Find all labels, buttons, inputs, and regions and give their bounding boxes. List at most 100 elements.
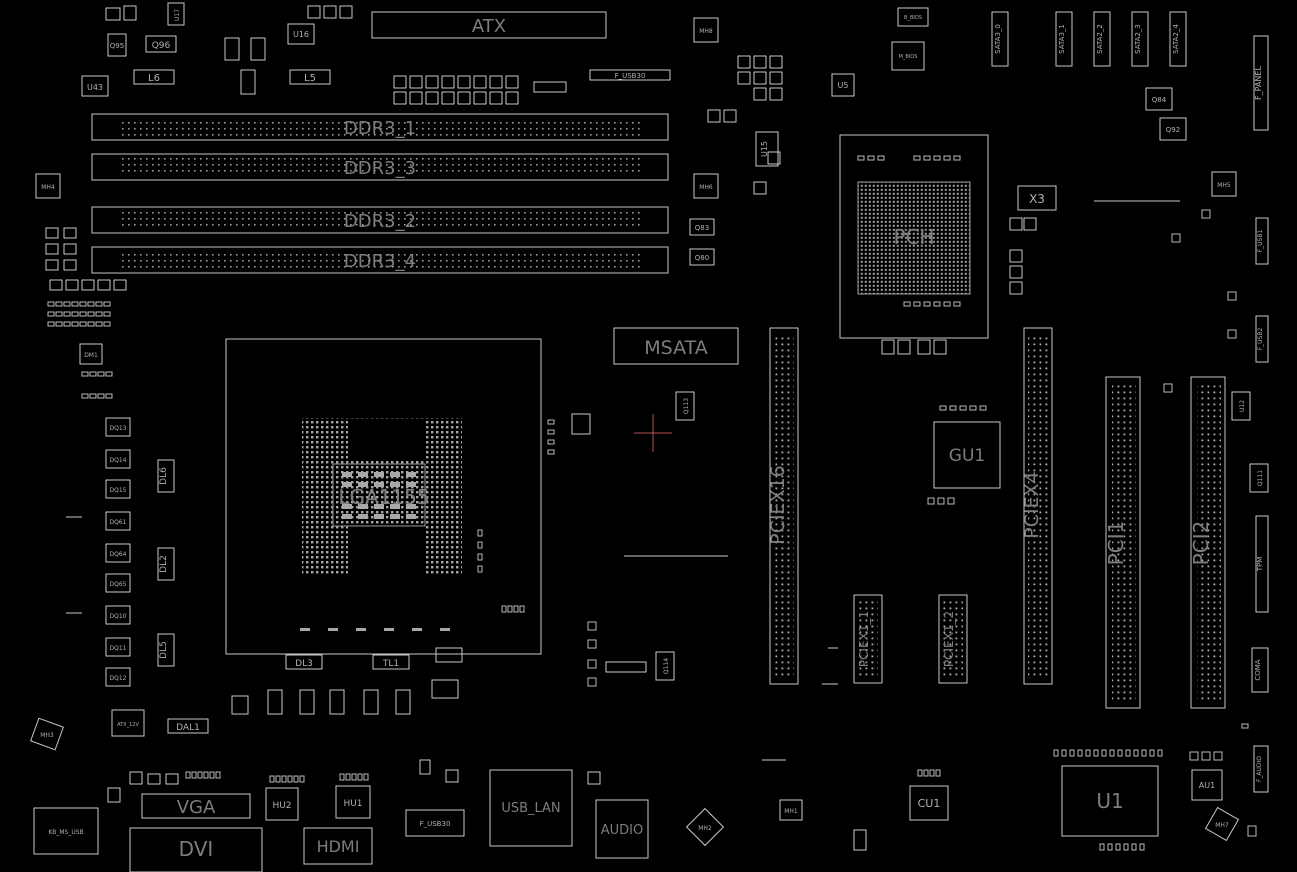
dl5-inductor: DL5 bbox=[157, 633, 175, 667]
x3-crystal: X3 bbox=[1017, 185, 1057, 211]
tpm-label: TPM bbox=[1256, 557, 1264, 573]
rear-usb30-label: F_USB30 bbox=[420, 820, 451, 828]
com-header[interactable]: COMA bbox=[1251, 647, 1269, 693]
pci2-slot[interactable]: PCI2 bbox=[1189, 376, 1226, 709]
q83-label: Q83 bbox=[695, 224, 709, 232]
hu1-label: HU1 bbox=[343, 799, 362, 809]
sata2-4-label: SATA2_4 bbox=[1172, 24, 1180, 54]
cu1-chip: CU1 bbox=[909, 785, 949, 821]
f-usb2-header[interactable]: F_USB2 bbox=[1255, 315, 1269, 363]
pciex4-slot[interactable]: PCIEX4 bbox=[1021, 327, 1053, 685]
sata2-3-label: SATA2_3 bbox=[1134, 24, 1142, 54]
sata-connectors[interactable]: SATA3_0 SATA3_1 SATA2_2 SATA2_3 SATA2_4 bbox=[991, 11, 1187, 67]
svg-text:DQ12: DQ12 bbox=[110, 675, 127, 682]
sata3-1-label: SATA3_1 bbox=[1058, 24, 1066, 54]
f-audio-header[interactable]: F_AUDIO bbox=[1253, 745, 1269, 793]
svg-text:DQ65: DQ65 bbox=[110, 581, 127, 588]
pciex1-2-slot[interactable]: PCIEX1_2 bbox=[938, 594, 968, 684]
u1-label: U1 bbox=[1096, 789, 1123, 813]
msata-slot[interactable]: MSATA bbox=[613, 327, 739, 365]
au1-chip: AU1 bbox=[1191, 769, 1223, 801]
cu1-label: CU1 bbox=[918, 797, 941, 810]
ddr3-3-label: DDR3_3 bbox=[344, 158, 416, 179]
tl1-label: TL1 bbox=[382, 659, 399, 669]
q113-transistor: Q113 bbox=[675, 391, 695, 421]
tiny-component-clusters bbox=[47, 155, 1257, 851]
q83-transistor: Q83 bbox=[689, 218, 715, 236]
mh7-label: MH7 bbox=[1215, 822, 1229, 829]
usb-lan-port[interactable]: USB_LAN bbox=[489, 769, 573, 847]
b-bios-label: B_BIOS bbox=[904, 15, 922, 21]
mh1-label: MH1 bbox=[784, 808, 798, 815]
dimm-slot-ddr3-1[interactable]: DDR3_1 bbox=[91, 113, 669, 141]
b-bios-chip: B_BIOS bbox=[897, 7, 929, 27]
gu1-chip[interactable]: GU1 bbox=[933, 421, 1001, 489]
pci2-label: PCI2 bbox=[1189, 521, 1213, 566]
dl3-inductor: DL3 bbox=[285, 654, 323, 670]
pciex1-1-slot[interactable]: PCIEX1_1 bbox=[853, 594, 883, 684]
q84-transistor: Q84 bbox=[1145, 87, 1173, 111]
cpu-socket-label: LGA1155 bbox=[338, 485, 429, 509]
u16-label: U16 bbox=[293, 30, 309, 39]
pci1-slot[interactable]: PCI1 bbox=[1104, 376, 1141, 709]
dal1-label: DAL1 bbox=[176, 723, 200, 733]
m-bios-label: M_BIOS bbox=[899, 54, 918, 60]
svg-text:DQ10: DQ10 bbox=[110, 613, 127, 620]
atx-12v-connector[interactable]: ATX_12V bbox=[111, 709, 145, 737]
audio-label: AUDIO bbox=[601, 823, 644, 838]
f-panel-header[interactable]: F_PANEL bbox=[1253, 35, 1269, 131]
svg-text:U12: U12 bbox=[1239, 400, 1246, 412]
mh4-label: MH4 bbox=[41, 184, 55, 191]
kb-ms-usb-port[interactable]: KB_MS_USB bbox=[33, 807, 99, 855]
cursor-crosshair bbox=[634, 414, 672, 452]
mh5-label: MH5 bbox=[1217, 182, 1231, 189]
dimm-slot-ddr3-2[interactable]: DDR3_2 bbox=[91, 206, 669, 234]
q95-label: Q95 bbox=[110, 42, 124, 50]
audio-jack[interactable]: AUDIO bbox=[595, 799, 649, 859]
sata2-2-label: SATA2_2 bbox=[1096, 24, 1104, 54]
dl6-inductor: DL6 bbox=[157, 459, 175, 493]
f-usb1-label: F_USB1 bbox=[1257, 230, 1264, 253]
vga-port[interactable]: VGA bbox=[141, 793, 251, 819]
svg-text:Q113: Q113 bbox=[683, 398, 690, 414]
cpu-socket-lga1155[interactable]: LGA1155 bbox=[225, 338, 542, 655]
hu2-chip: HU2 bbox=[265, 787, 299, 821]
tpm-header[interactable]: TPM bbox=[1255, 515, 1269, 613]
f-usb1-header[interactable]: F_USB1 bbox=[1255, 217, 1269, 265]
au1-label: AU1 bbox=[1199, 781, 1215, 790]
svg-text:U17: U17 bbox=[174, 9, 181, 21]
bottom-passives bbox=[107, 647, 867, 851]
ddr3-2-label: DDR3_2 bbox=[344, 211, 416, 232]
tl1-inductor: TL1 bbox=[372, 654, 410, 670]
mh1-hole: MH1 bbox=[779, 799, 803, 821]
q92-label: Q92 bbox=[1166, 126, 1180, 134]
kb-ms-usb-label: KB_MS_USB bbox=[48, 829, 83, 836]
com-label: COMA bbox=[1254, 659, 1262, 680]
mh6-label: MH6 bbox=[699, 184, 713, 191]
pci1-label: PCI1 bbox=[1104, 521, 1128, 566]
ddr3-4-label: DDR3_4 bbox=[344, 251, 416, 272]
rear-usb30-port[interactable]: F_USB30 bbox=[405, 809, 465, 837]
usb-lan-label: USB_LAN bbox=[501, 801, 560, 816]
hdmi-port[interactable]: HDMI bbox=[303, 827, 373, 865]
dimm-slot-ddr3-3[interactable]: DDR3_3 bbox=[91, 153, 669, 181]
sata3-0-label: SATA3_0 bbox=[994, 24, 1002, 54]
hdmi-label: HDMI bbox=[317, 837, 360, 856]
mh8-label: MH8 bbox=[699, 28, 713, 35]
svg-text:Q114: Q114 bbox=[663, 658, 670, 674]
top-left-components: U17 Q95 Q96 U16 L6 L5 U43 MH4 F_USB30 MH… bbox=[35, 2, 719, 199]
dl3-label: DL3 bbox=[295, 659, 313, 669]
pch-chip[interactable]: PCH bbox=[839, 134, 989, 339]
dal1-inductor: DAL1 bbox=[167, 718, 209, 734]
u15-chip: U15 bbox=[755, 131, 779, 167]
pciex16-slot[interactable]: PCIEX16 bbox=[767, 327, 799, 685]
atx-power-connector[interactable]: ATX bbox=[371, 11, 607, 39]
dimm-slot-ddr3-4[interactable]: DDR3_4 bbox=[91, 246, 669, 274]
msata-label: MSATA bbox=[644, 337, 707, 359]
svg-text:DQ14: DQ14 bbox=[110, 457, 127, 464]
svg-text:DQ61: DQ61 bbox=[110, 519, 127, 526]
right-top-grid bbox=[707, 55, 783, 195]
svg-text:DQ11: DQ11 bbox=[110, 645, 127, 652]
dvi-port[interactable]: DVI bbox=[129, 827, 263, 872]
mh5-hole: MH5 bbox=[1211, 171, 1237, 197]
